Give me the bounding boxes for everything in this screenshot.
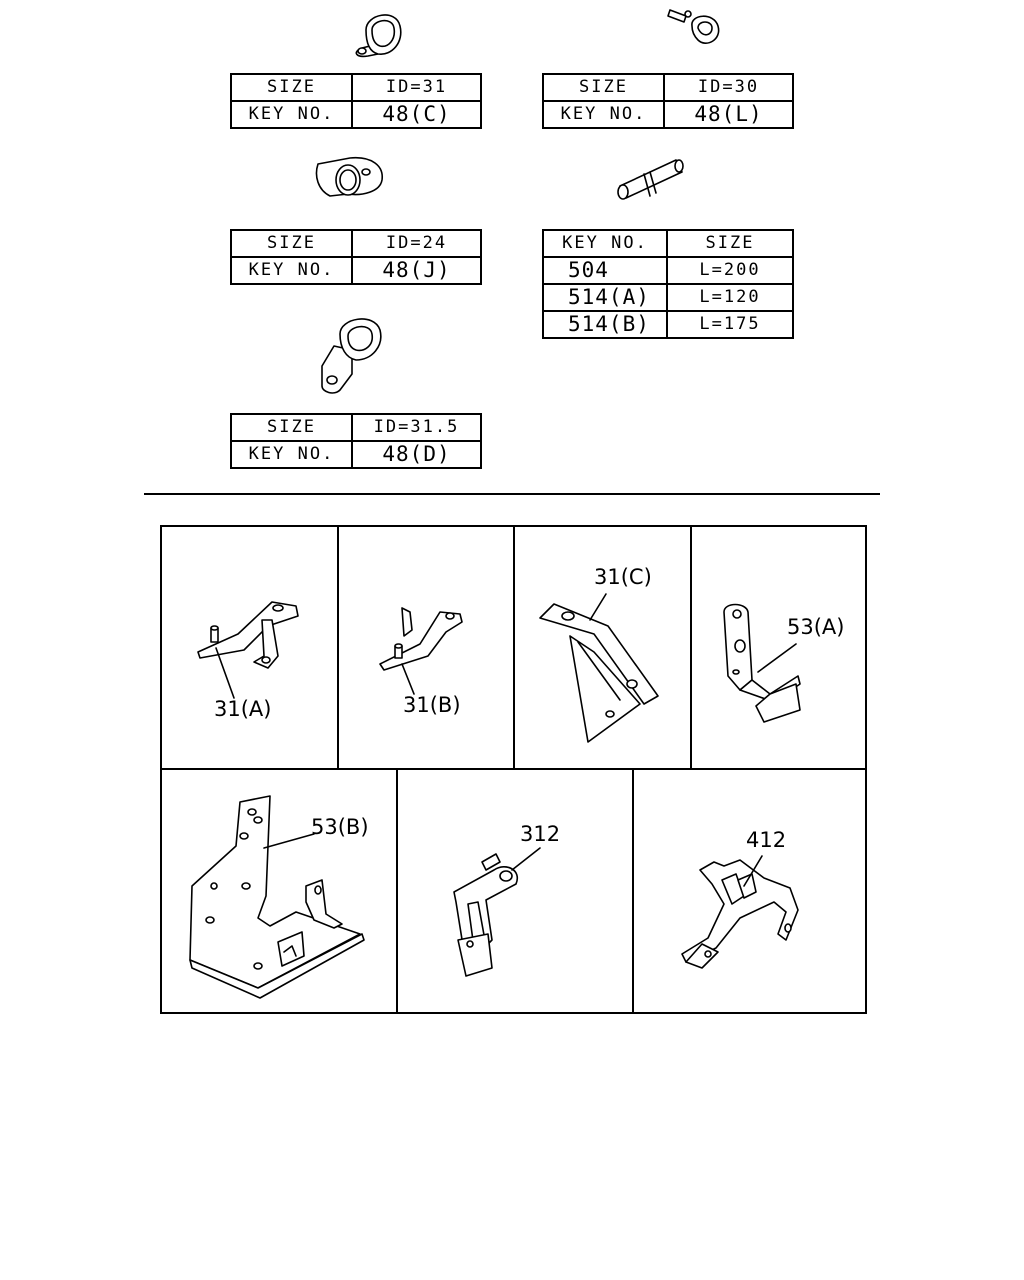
table-row: KEY NO. 48(D) (230, 440, 482, 469)
size-value-cell: L=120 (666, 283, 794, 312)
clamp-id315-drawing (321, 318, 382, 394)
bracket-31c-drawing (539, 593, 659, 743)
clamp-id24-drawing (315, 156, 383, 197)
bracket-31b-drawing (379, 607, 463, 695)
cell-31b (339, 527, 515, 768)
key-no-header-cell: KEY NO. (230, 256, 353, 285)
clamp-id30-drawing (667, 9, 720, 44)
bracket-53b-drawing (189, 795, 365, 999)
size-header-cell: SIZE (230, 229, 353, 258)
bracket-53a-drawing (723, 603, 801, 723)
clamp-table-id315: SIZE ID=31.5 KEY NO. 48(D) (230, 413, 482, 469)
size-value-cell: ID=30 (663, 73, 794, 102)
size-value-cell: ID=31 (351, 73, 482, 102)
table-row: 514(B) L=175 (542, 310, 794, 339)
key-no-value-cell: 514(B) (542, 310, 668, 339)
key-no-value-cell: 514(A) (542, 283, 668, 312)
bracket-31a-drawing (197, 601, 299, 699)
table-row: KEY NO. 48(L) (542, 100, 794, 129)
size-value-cell: L=200 (666, 256, 794, 285)
table-row: KEY NO. 48(J) (230, 256, 482, 285)
key-no-value-cell: 504 (542, 256, 668, 285)
clamp-id31-drawing (355, 14, 402, 58)
clamp-table-id30: SIZE ID=30 KEY NO. 48(L) (542, 73, 794, 129)
size-header-cell: SIZE (230, 73, 353, 102)
size-value-cell: ID=31.5 (351, 413, 482, 442)
bracket-412-drawing (681, 855, 799, 969)
table-row: SIZE ID=31 (230, 73, 482, 102)
key-no-header-cell: KEY NO. (542, 229, 668, 258)
section-divider (144, 493, 880, 495)
table-row: SIZE ID=30 (542, 73, 794, 102)
key-no-header-cell: KEY NO. (230, 440, 353, 469)
table-row: KEY NO. SIZE (542, 229, 794, 258)
key-no-header-cell: KEY NO. (542, 100, 665, 129)
key-no-value-cell: 48(C) (351, 100, 482, 129)
bracket-grid-row-2 (160, 768, 867, 1014)
cell-31c (515, 527, 692, 768)
key-no-value-cell: 48(J) (351, 256, 482, 285)
callout-53b: 53(B) (311, 815, 369, 839)
table-row: SIZE ID=31.5 (230, 413, 482, 442)
table-row: KEY NO. 48(C) (230, 100, 482, 129)
key-no-header-cell: KEY NO. (230, 100, 353, 129)
hose-table: KEY NO. SIZE 504 L=200 514(A) L=120 514(… (542, 229, 794, 339)
size-header-cell: SIZE (542, 73, 665, 102)
size-value-cell: L=175 (666, 310, 794, 339)
cell-31a (162, 527, 339, 768)
bracket-grid-row-1 (160, 525, 867, 770)
bracket-312-drawing (453, 847, 541, 977)
key-no-value-cell: 48(L) (663, 100, 794, 129)
callout-31b: 31(B) (403, 693, 461, 717)
callout-31c: 31(C) (594, 565, 652, 589)
size-header-cell: SIZE (666, 229, 794, 258)
clamp-table-id31: SIZE ID=31 KEY NO. 48(C) (230, 73, 482, 129)
table-row: 514(A) L=120 (542, 283, 794, 312)
callout-53a: 53(A) (787, 615, 845, 639)
cell-53b (162, 768, 398, 1012)
size-header-cell: SIZE (230, 413, 353, 442)
size-value-cell: ID=24 (351, 229, 482, 258)
callout-312: 312 (520, 822, 561, 846)
callout-31a: 31(A) (214, 697, 272, 721)
clamp-table-id24: SIZE ID=24 KEY NO. 48(J) (230, 229, 482, 285)
table-row: 504 L=200 (542, 256, 794, 285)
hose-drawing (617, 159, 684, 200)
key-no-value-cell: 48(D) (351, 440, 482, 469)
callout-412: 412 (746, 828, 787, 852)
table-row: SIZE ID=24 (230, 229, 482, 258)
cell-312 (398, 768, 634, 1012)
